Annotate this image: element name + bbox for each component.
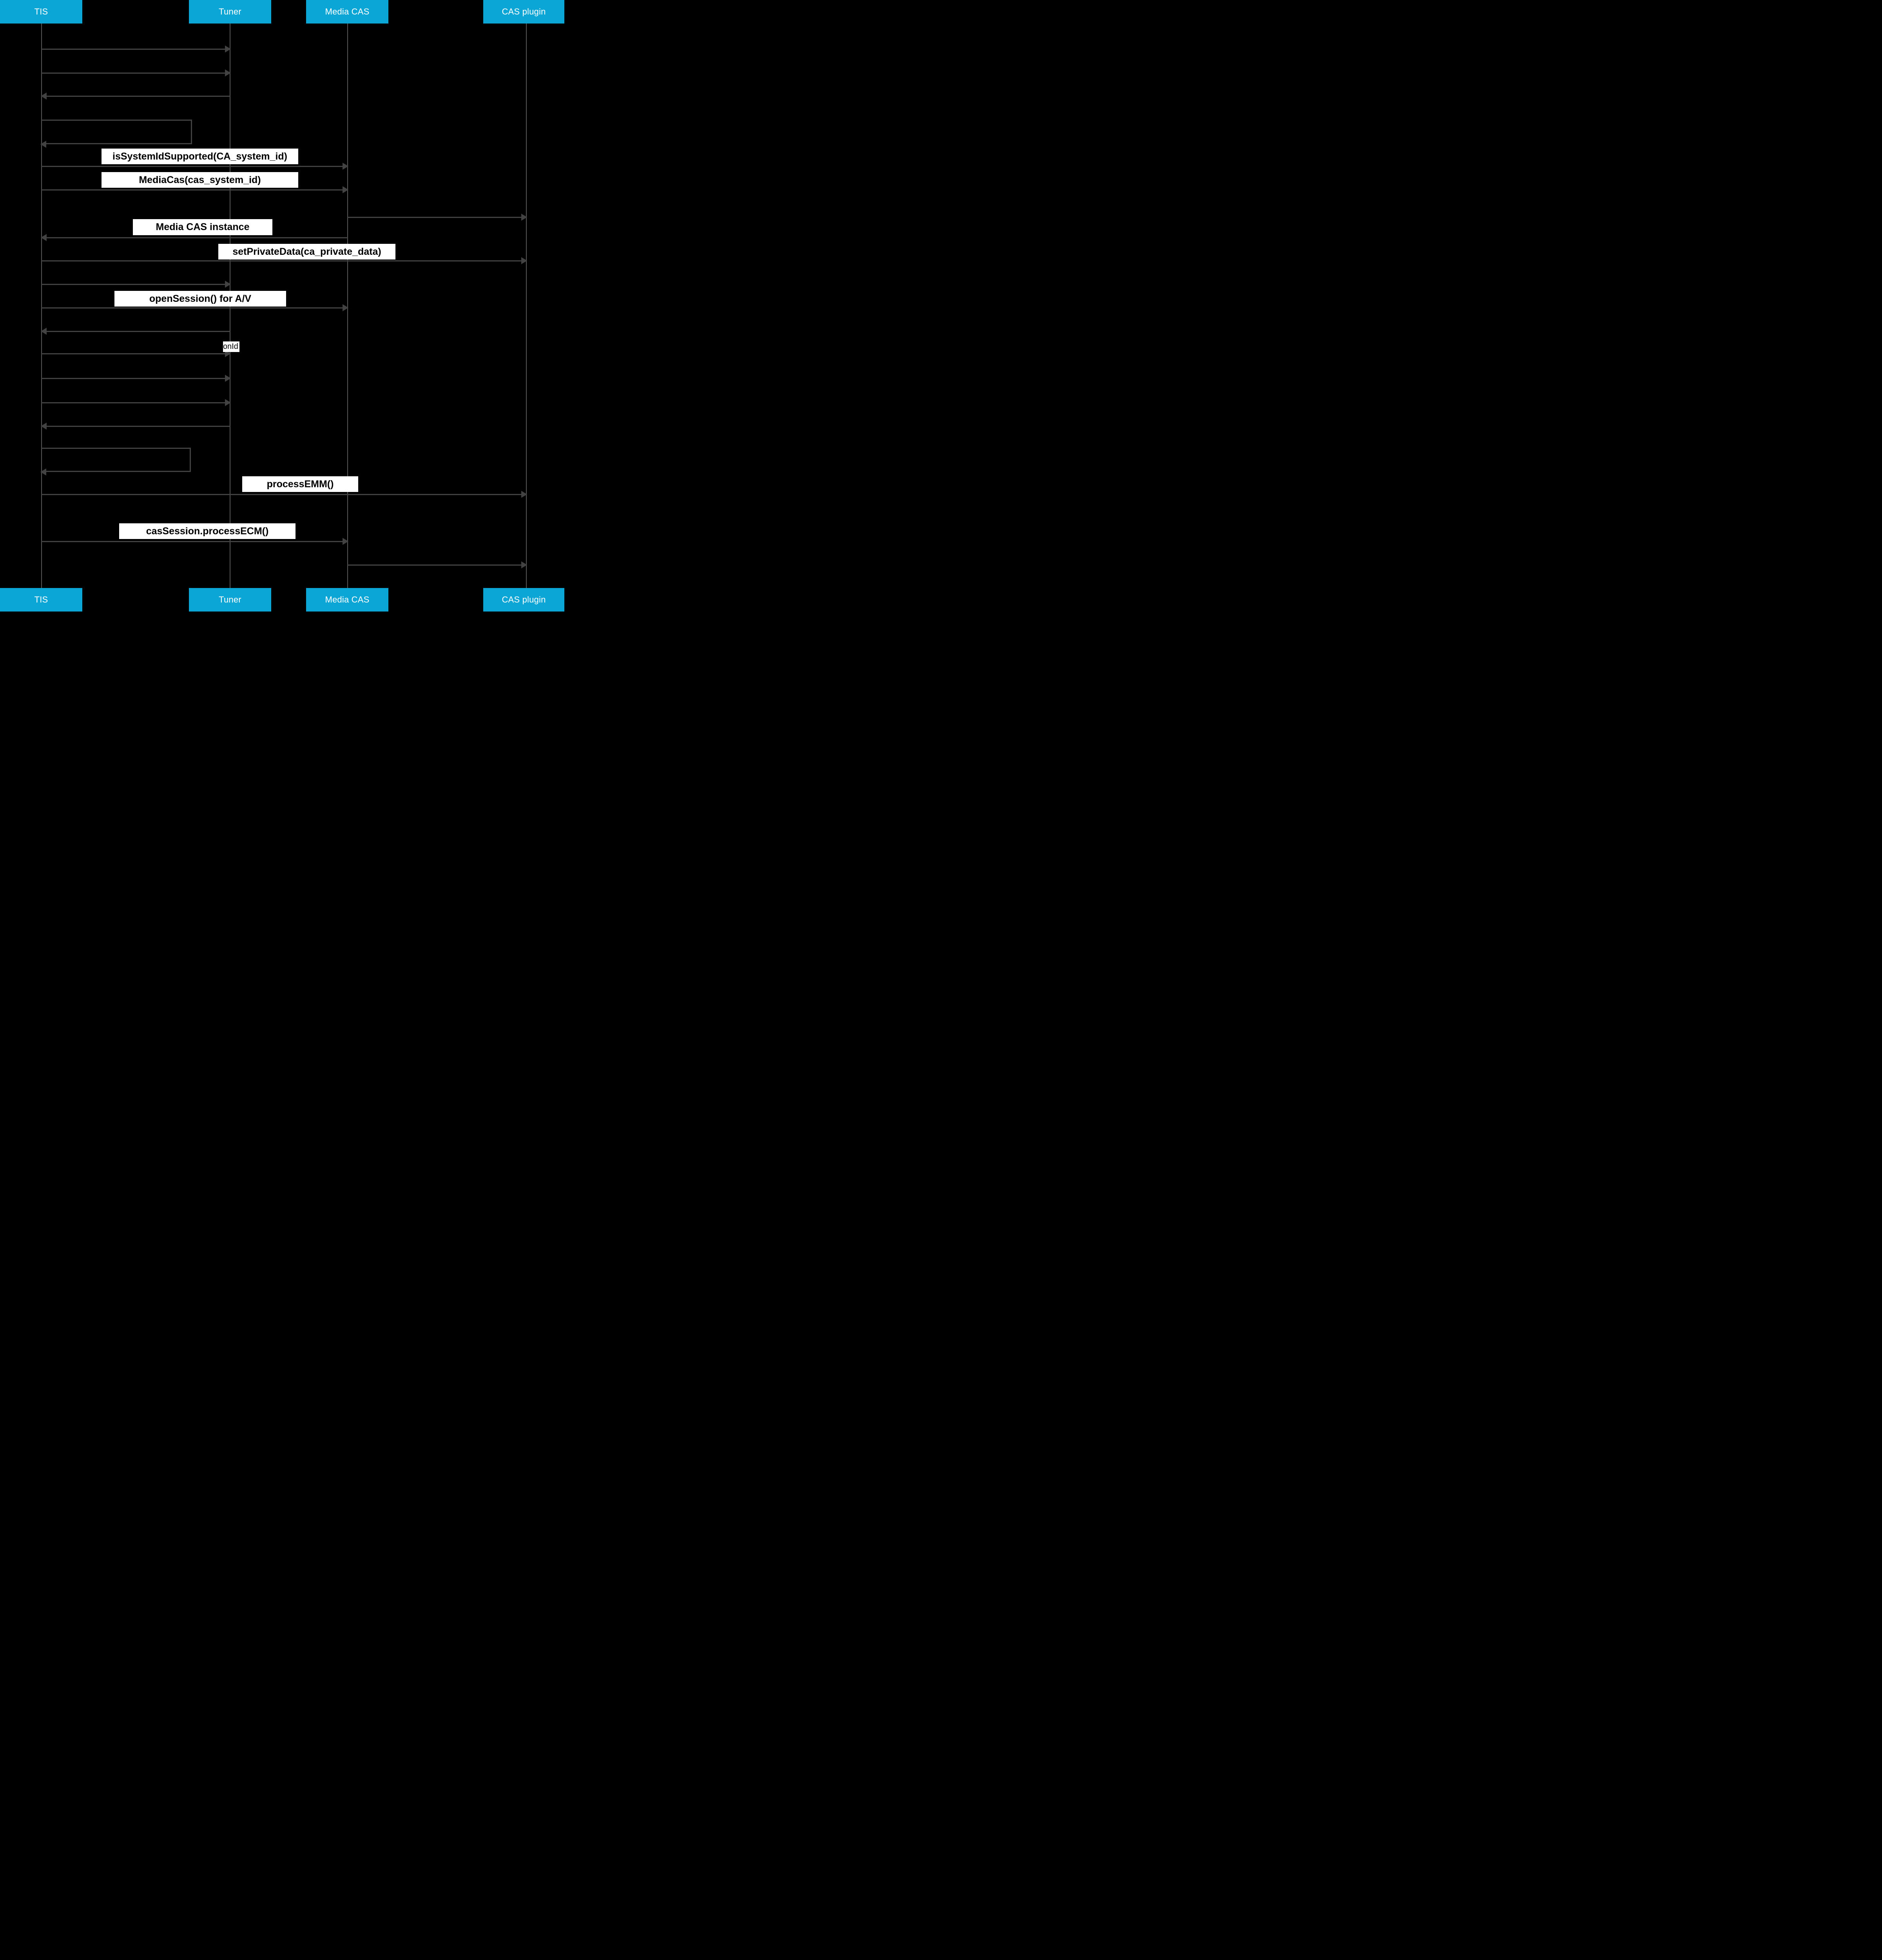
message-arrow-12: [42, 350, 231, 357]
message-arrow-17: [42, 491, 527, 498]
label-media-cas-instance: Media CAS instance: [133, 219, 272, 235]
message-arrow-4: [42, 163, 348, 170]
label-process-ecm: casSession.processECM(): [119, 523, 296, 539]
message-arrow-7: [41, 234, 348, 241]
lifeline-cas-plugin: [526, 24, 527, 588]
message-arrow-0: [42, 45, 231, 53]
label-is-system-id-supported: isSystemIdSupported(CA_system_id): [102, 149, 298, 164]
actor-bottom-media-cas: Media CAS: [306, 588, 388, 612]
lifeline-tis: [41, 24, 42, 588]
label-set-private-data: setPrivateData(ca_private_data): [218, 244, 395, 260]
message-arrow-8: [42, 257, 527, 264]
message-arrow-5: [42, 186, 348, 193]
actor-top-tis: TIS: [0, 0, 82, 24]
sequence-diagram: TIS Tuner Media CAS CAS plugin isSystemI…: [0, 0, 564, 612]
message-arrow-1: [42, 69, 231, 76]
message-self-loop-3: [40, 120, 192, 148]
label-media-cas-constructor: MediaCas(cas_system_id): [102, 172, 298, 188]
actor-top-media-cas: Media CAS: [306, 0, 388, 24]
message-arrow-19: [348, 561, 527, 568]
actor-top-tuner: Tuner: [189, 0, 271, 24]
actor-bottom-tis: TIS: [0, 588, 82, 612]
label-on-id: onId: [223, 341, 239, 352]
actor-bottom-cas-plugin: CAS plugin: [483, 588, 564, 612]
message-arrow-18: [42, 538, 348, 545]
message-arrow-13: [42, 375, 231, 382]
actor-bottom-tuner: Tuner: [189, 588, 271, 612]
message-arrow-10: [42, 304, 348, 311]
actor-top-cas-plugin: CAS plugin: [483, 0, 564, 24]
message-arrow-9: [42, 281, 231, 288]
message-arrow-2: [41, 93, 230, 100]
label-process-emm: processEMM(): [242, 476, 358, 492]
message-arrow-6: [348, 214, 527, 221]
message-arrow-14: [42, 399, 231, 406]
message-self-loop-16: [40, 448, 191, 475]
message-arrow-15: [41, 423, 230, 430]
label-open-session: openSession() for A/V: [114, 291, 286, 307]
message-arrow-11: [41, 328, 230, 335]
